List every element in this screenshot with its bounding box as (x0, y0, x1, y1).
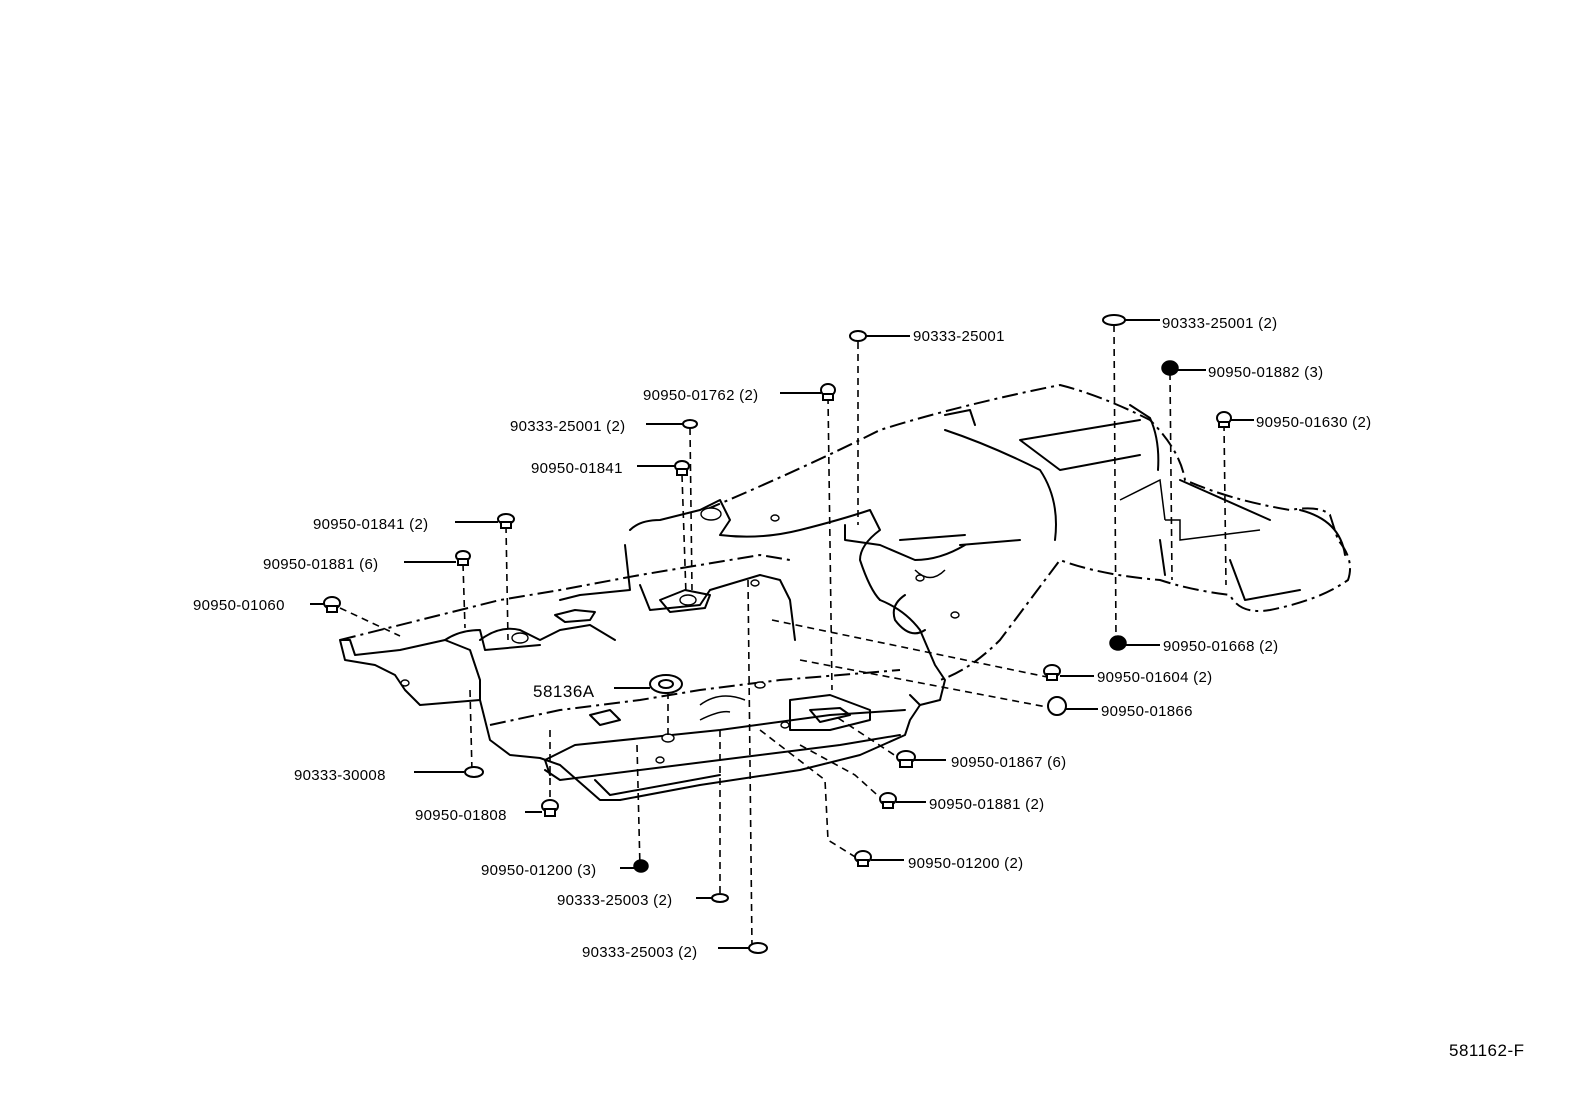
label-90333-25003-lower: 90333-25003 (2) (582, 944, 697, 961)
part-90950-01866[interactable] (1047, 696, 1098, 716)
part-58136A[interactable] (614, 674, 683, 694)
label-90950-01841: 90950-01841 (531, 460, 623, 477)
label-90950-01881-six: 90950-01881 (6) (263, 556, 378, 573)
part-90950-01630[interactable] (1216, 411, 1254, 428)
part-90950-01604[interactable] (1043, 664, 1094, 681)
part-90950-01841[interactable] (637, 460, 690, 476)
part-90950-01881-pair[interactable] (879, 792, 926, 809)
label-90333-25003-upper: 90333-25003 (2) (557, 892, 672, 909)
label-90950-01808: 90950-01808 (415, 807, 507, 824)
part-90950-01200-three[interactable] (620, 859, 649, 873)
part-90333-25003-upper[interactable] (696, 893, 729, 903)
floor-panel-body (339, 383, 1351, 801)
label-90950-01881-pair: 90950-01881 (2) (929, 796, 1044, 813)
label-90950-01882: 90950-01882 (3) (1208, 364, 1323, 381)
label-90333-25001-right: 90333-25001 (2) (1162, 315, 1277, 332)
part-90950-01867[interactable] (896, 750, 946, 768)
part-90333-30008[interactable] (414, 766, 484, 778)
part-90333-25003-lower[interactable] (718, 942, 768, 954)
label-90950-01060: 90950-01060 (193, 597, 285, 614)
label-90950-01200-pair: 90950-01200 (2) (908, 855, 1023, 872)
label-90333-25001-top: 90333-25001 (913, 328, 1005, 345)
label-90950-01668: 90950-01668 (2) (1163, 638, 1278, 655)
part-90950-01808[interactable] (525, 799, 559, 817)
fastener-guide-lines (339, 324, 1227, 949)
figure-code: 581162-F (1449, 1041, 1525, 1060)
label-58136A: 58136A (533, 682, 595, 701)
part-90950-01881-six[interactable] (404, 550, 471, 566)
part-90950-01841-pair[interactable] (455, 513, 515, 529)
part-90333-25001-top[interactable] (849, 330, 910, 342)
part-90950-01762[interactable] (780, 383, 836, 401)
part-90950-01060[interactable] (310, 596, 341, 613)
part-90333-25001-right[interactable] (1102, 314, 1160, 326)
part-90950-01200-pair[interactable] (854, 850, 904, 867)
label-90950-01200-three: 90950-01200 (3) (481, 862, 596, 879)
part-90950-01668[interactable] (1109, 635, 1160, 651)
label-90950-01630: 90950-01630 (2) (1256, 414, 1371, 431)
part-90333-25001-left[interactable] (646, 419, 698, 429)
label-90333-30008: 90333-30008 (294, 767, 386, 784)
label-90333-25001-left: 90333-25001 (2) (510, 418, 625, 435)
part-90950-01882[interactable] (1161, 360, 1206, 376)
part-labels: 90333-25001 90333-25001 (2) 90950-01882 … (193, 315, 1371, 961)
label-90950-01867: 90950-01867 (6) (951, 754, 1066, 771)
label-90950-01841-pair: 90950-01841 (2) (313, 516, 428, 533)
label-90950-01866: 90950-01866 (1101, 703, 1193, 720)
label-90950-01604: 90950-01604 (2) (1097, 669, 1212, 686)
label-90950-01762: 90950-01762 (2) (643, 387, 758, 404)
